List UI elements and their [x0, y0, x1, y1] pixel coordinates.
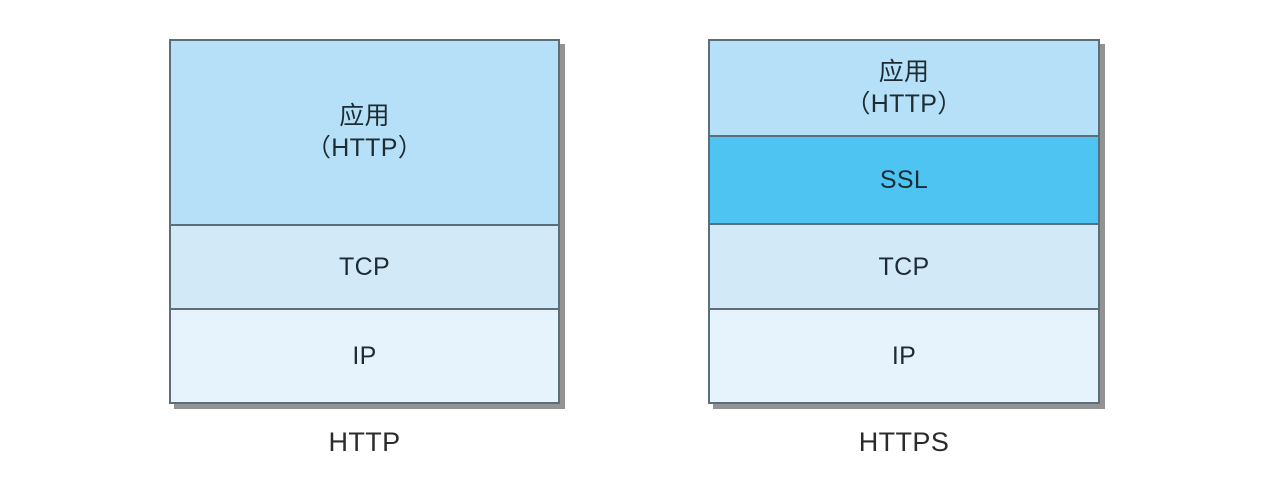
http-stack-layer-application: 应用 （HTTP）: [171, 41, 558, 226]
https-stack-layer-ip: IP: [710, 310, 1098, 402]
tcp-layer-label: TCP: [878, 252, 930, 281]
application-layer-label-cjk: 应用: [339, 101, 390, 131]
http-stack-layer-tcp: TCP: [171, 225, 558, 311]
ssl-layer-label: SSL: [879, 165, 929, 194]
application-layer-label-protocol: （HTTP）: [845, 89, 963, 118]
http-stack-layer-ip: IP: [171, 310, 558, 402]
https-protocol-stack: 应用 （HTTP） SSL TCP IP: [708, 39, 1100, 404]
ip-layer-label: IP: [891, 342, 917, 371]
ip-layer-label: IP: [352, 342, 377, 371]
https-stack-layer-application: 应用 （HTTP）: [710, 41, 1098, 137]
application-layer-label: 应用 （HTTP）: [306, 100, 423, 164]
tcp-layer-label: TCP: [339, 252, 390, 281]
application-layer-label-cjk: 应用: [878, 56, 930, 86]
http-protocol-stack: 应用 （HTTP） TCP IP: [169, 39, 560, 404]
https-stack-layer-tcp: TCP: [710, 224, 1098, 311]
application-layer-label-protocol: （HTTP）: [305, 134, 424, 163]
https-stack-caption: HTTPS: [858, 427, 950, 457]
https-stack-layer-ssl: SSL: [710, 136, 1098, 225]
application-layer-label: 应用 （HTTP）: [845, 56, 962, 120]
http-stack-caption: HTTP: [328, 427, 401, 457]
